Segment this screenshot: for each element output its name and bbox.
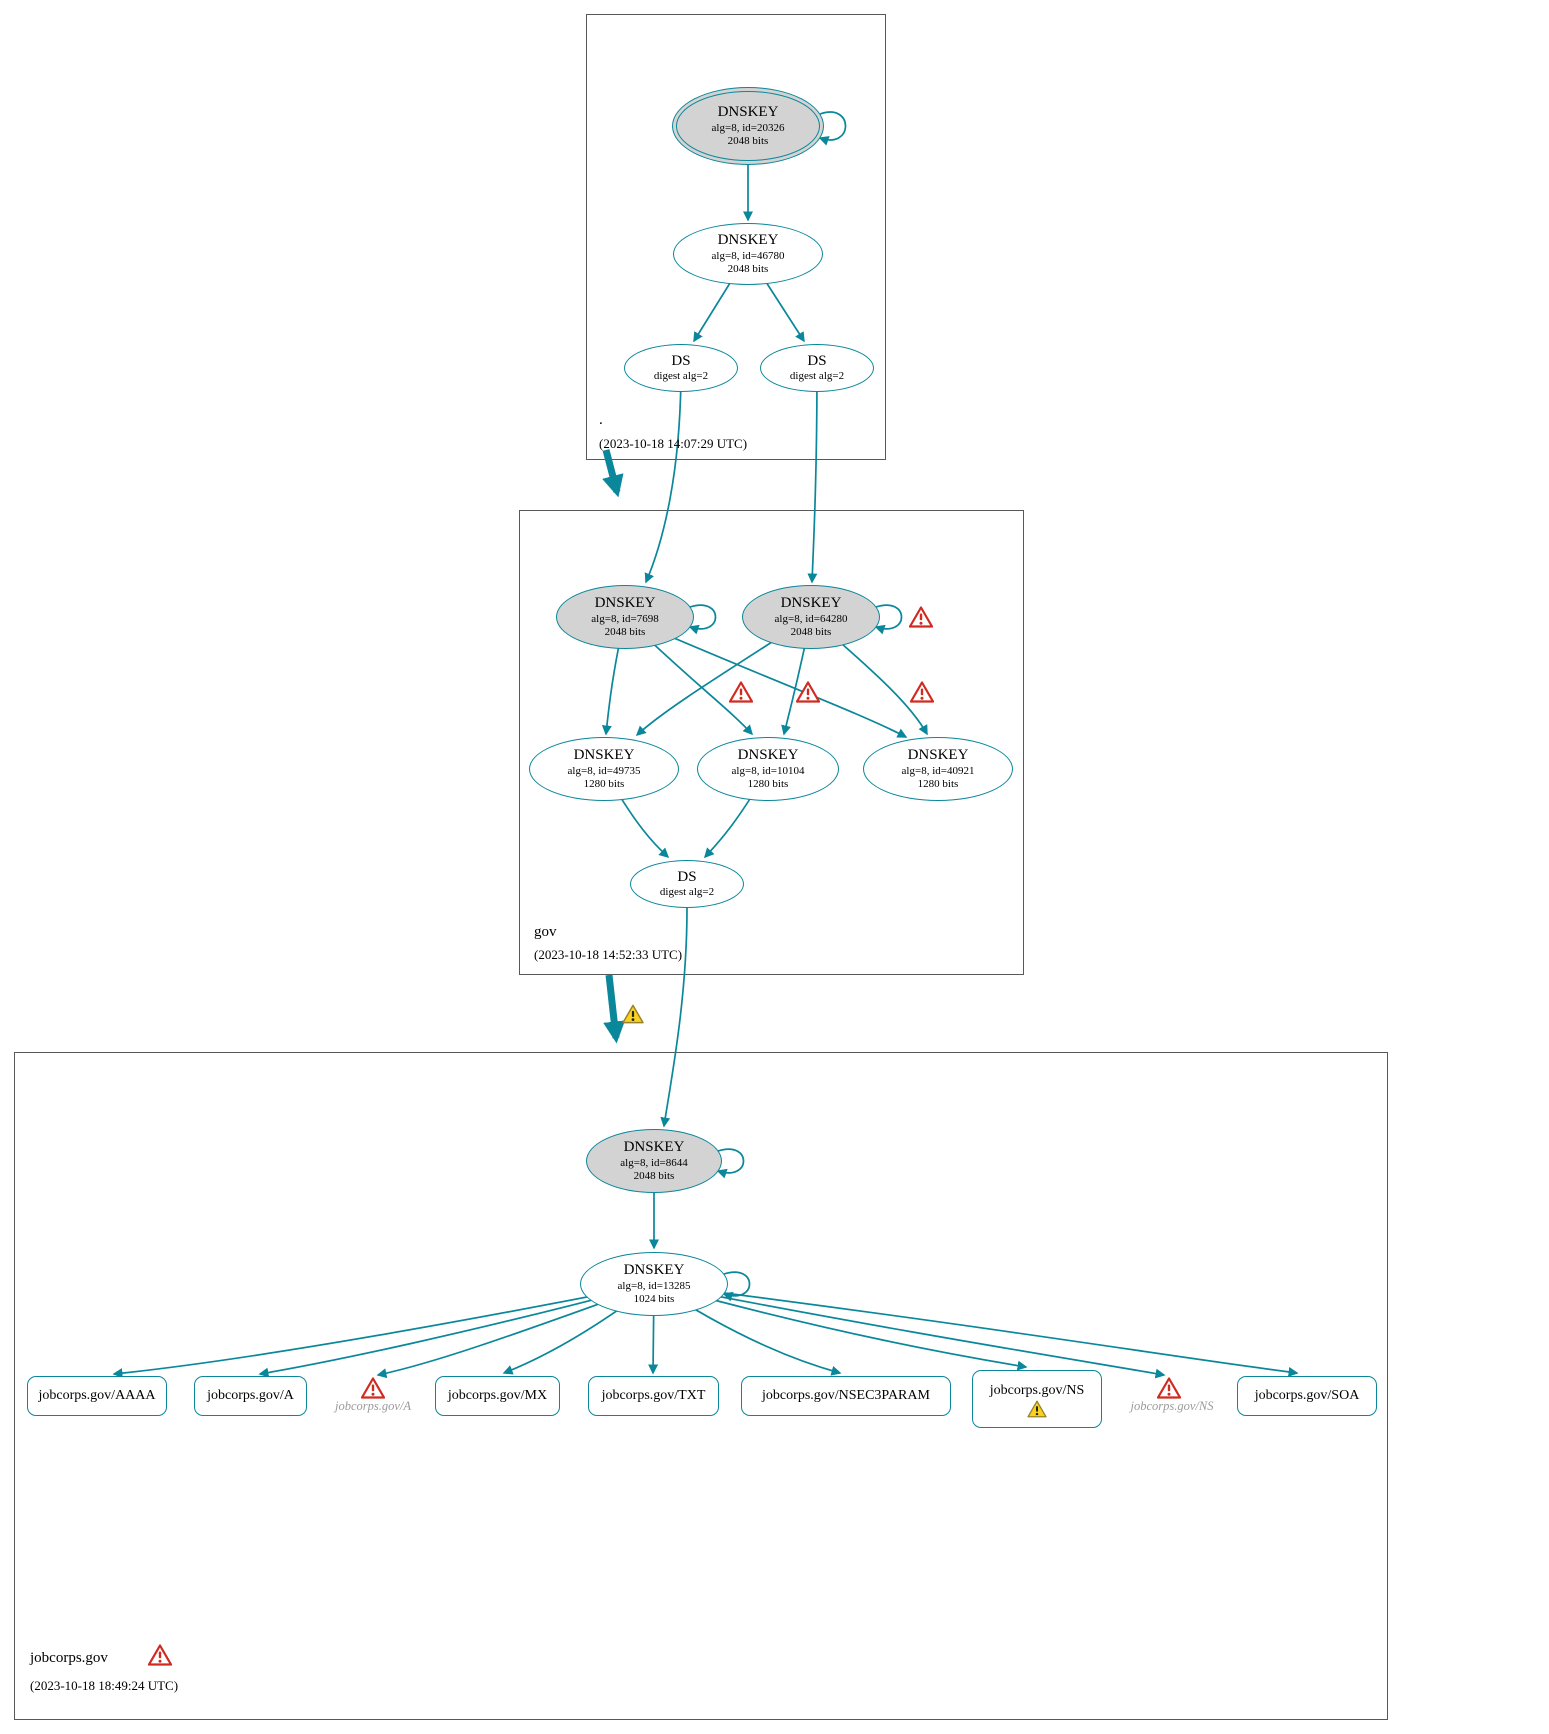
warning-icon bbox=[1027, 1400, 1047, 1418]
root-ds2-node: DS digest alg=2 bbox=[760, 344, 874, 392]
edge-root-ds1-gov-ksk1 bbox=[644, 367, 682, 584]
rrset-label: jobcorps.gov/A bbox=[207, 1388, 294, 1403]
rrset-jobcorps-txt: jobcorps.gov/TXT bbox=[588, 1376, 719, 1416]
root-zsk-dnskey-node: DNSKEY alg=8, id=46780 2048 bits bbox=[673, 223, 823, 285]
zone-box-jobcorps bbox=[14, 1052, 1388, 1720]
node-detail: 2048 bits bbox=[727, 262, 769, 275]
node-detail: alg=8, id=7698 bbox=[591, 612, 659, 625]
edge-root-ds2-gov-ksk2 bbox=[807, 367, 818, 584]
gov-zsk2-dnskey-node: DNSKEY alg=8, id=10104 1280 bits bbox=[697, 737, 839, 801]
rrset-jobcorps-ns: jobcorps.gov/NS bbox=[972, 1370, 1102, 1428]
edge-gov-ksk1-selfloop bbox=[688, 604, 717, 635]
node-detail: digest alg=2 bbox=[653, 370, 709, 383]
rrset-label: jobcorps.gov/NS bbox=[989, 1383, 1085, 1398]
node-detail: alg=8, id=13285 bbox=[617, 1279, 691, 1292]
root-ksk-dnskey-node: DNSKEY alg=8, id=20326 2048 bits bbox=[672, 87, 824, 165]
ghost-rrset-a-label: jobcorps.gov/A bbox=[334, 1399, 412, 1413]
node-detail: digest alg=2 bbox=[789, 370, 845, 383]
jobcorps-zsk-dnskey-node: DNSKEY alg=8, id=13285 1024 bits bbox=[580, 1252, 728, 1316]
node-title: DS bbox=[677, 868, 697, 885]
edge-root-ksk-selfloop bbox=[818, 111, 847, 146]
gov-ds-node: DS digest alg=2 bbox=[630, 860, 744, 908]
node-detail: 1024 bits bbox=[633, 1292, 675, 1305]
error-icon bbox=[148, 1644, 172, 1666]
rrset-jobcorps-aaaa: jobcorps.gov/AAAA bbox=[27, 1376, 167, 1416]
node-title: DNSKEY bbox=[573, 747, 635, 764]
zone-box-gov bbox=[519, 510, 1024, 975]
edge-gov-ksk2-selfloop bbox=[874, 604, 903, 635]
node-title: DNSKEY bbox=[594, 595, 656, 612]
node-title: DS bbox=[807, 352, 827, 369]
edge-zsk-ns bbox=[653, 1283, 1028, 1371]
node-detail: 2048 bits bbox=[604, 625, 646, 638]
warning-icon bbox=[622, 1004, 644, 1024]
edge-jobcorps-zsk-selfloop bbox=[722, 1271, 751, 1302]
node-detail: 1280 bits bbox=[917, 777, 959, 790]
node-detail: alg=8, id=46780 bbox=[711, 249, 785, 262]
node-detail: digest alg=2 bbox=[659, 886, 715, 899]
edge-zsk-ghost-ns bbox=[653, 1283, 1166, 1379]
zone-gov-timestamp: (2023-10-18 14:52:33 UTC) bbox=[534, 947, 683, 962]
node-title: DS bbox=[671, 352, 691, 369]
zone-jobcorps-timestamp: (2023-10-18 18:49:24 UTC) bbox=[30, 1678, 179, 1693]
error-icon bbox=[1157, 1377, 1181, 1399]
zone-root-timestamp: (2023-10-18 14:07:29 UTC) bbox=[599, 436, 748, 451]
zone-jobcorps-name: jobcorps.gov bbox=[30, 1650, 108, 1666]
zone-gov-name: gov bbox=[534, 924, 557, 940]
delegation-arrow-gov-jobcorps bbox=[603, 974, 626, 1044]
rrset-jobcorps-mx: jobcorps.gov/MX bbox=[435, 1376, 560, 1416]
node-detail: alg=8, id=40921 bbox=[901, 764, 975, 777]
node-title: DNSKEY bbox=[623, 1262, 685, 1279]
delegation-arrow-root-gov bbox=[602, 449, 624, 498]
zone-root-name: . bbox=[599, 412, 603, 428]
gov-to-jobcorps-edges bbox=[603, 907, 688, 1128]
gov-zsk1-dnskey-node: DNSKEY alg=8, id=49735 1280 bits bbox=[529, 737, 679, 801]
rrset-label: jobcorps.gov/TXT bbox=[601, 1388, 706, 1403]
node-title: DNSKEY bbox=[623, 1139, 685, 1156]
node-detail: 1280 bits bbox=[747, 777, 789, 790]
rrset-label: jobcorps.gov/NSEC3PARAM bbox=[762, 1388, 930, 1403]
node-title: DNSKEY bbox=[717, 232, 779, 249]
rrset-jobcorps-soa: jobcorps.gov/SOA bbox=[1237, 1376, 1377, 1416]
rrset-label: jobcorps.gov/SOA bbox=[1254, 1388, 1360, 1403]
node-detail: alg=8, id=64280 bbox=[774, 612, 848, 625]
gov-zsk3-dnskey-node: DNSKEY alg=8, id=40921 1280 bits bbox=[863, 737, 1013, 801]
edge-jobcorps-ksk-selfloop bbox=[716, 1148, 745, 1179]
error-icon bbox=[361, 1377, 385, 1399]
ghost-rrset-ns-label: jobcorps.gov/NS bbox=[1130, 1399, 1214, 1413]
node-title: DNSKEY bbox=[717, 104, 779, 121]
rrset-label: jobcorps.gov/AAAA bbox=[38, 1388, 156, 1403]
node-title: DNSKEY bbox=[780, 595, 842, 612]
edge-zsk-aaaa bbox=[112, 1283, 655, 1379]
rrset-jobcorps-a: jobcorps.gov/A bbox=[194, 1376, 307, 1416]
node-detail: 2048 bits bbox=[633, 1169, 675, 1182]
node-detail: alg=8, id=49735 bbox=[567, 764, 641, 777]
error-icon bbox=[729, 681, 753, 703]
edge-zsk-a bbox=[258, 1283, 655, 1378]
error-icon bbox=[909, 606, 933, 628]
gov-ksk2-dnskey-node: DNSKEY alg=8, id=64280 2048 bits bbox=[742, 585, 880, 649]
error-icon bbox=[910, 681, 934, 703]
rrset-jobcorps-nsec3param: jobcorps.gov/NSEC3PARAM bbox=[741, 1376, 951, 1416]
edge-gov-ds-jobcorps-ksk bbox=[660, 907, 688, 1128]
node-detail: 1280 bits bbox=[583, 777, 625, 790]
node-detail: alg=8, id=20326 bbox=[711, 121, 785, 134]
node-detail: 2048 bits bbox=[790, 625, 832, 638]
node-detail: alg=8, id=8644 bbox=[620, 1156, 688, 1169]
jobcorps-ksk-dnskey-node: DNSKEY alg=8, id=8644 2048 bits bbox=[586, 1129, 722, 1193]
root-ds1-node: DS digest alg=2 bbox=[624, 344, 738, 392]
gov-ksk1-dnskey-node: DNSKEY alg=8, id=7698 2048 bits bbox=[556, 585, 694, 649]
node-detail: alg=8, id=10104 bbox=[731, 764, 805, 777]
root-to-gov-edges bbox=[602, 367, 818, 584]
rrset-label: jobcorps.gov/MX bbox=[447, 1388, 548, 1403]
node-title: DNSKEY bbox=[907, 747, 969, 764]
error-icon bbox=[796, 681, 820, 703]
edge-zsk-soa bbox=[653, 1283, 1299, 1377]
node-title: DNSKEY bbox=[737, 747, 799, 764]
zone-box-root bbox=[586, 14, 886, 460]
node-detail: 2048 bits bbox=[727, 134, 769, 147]
